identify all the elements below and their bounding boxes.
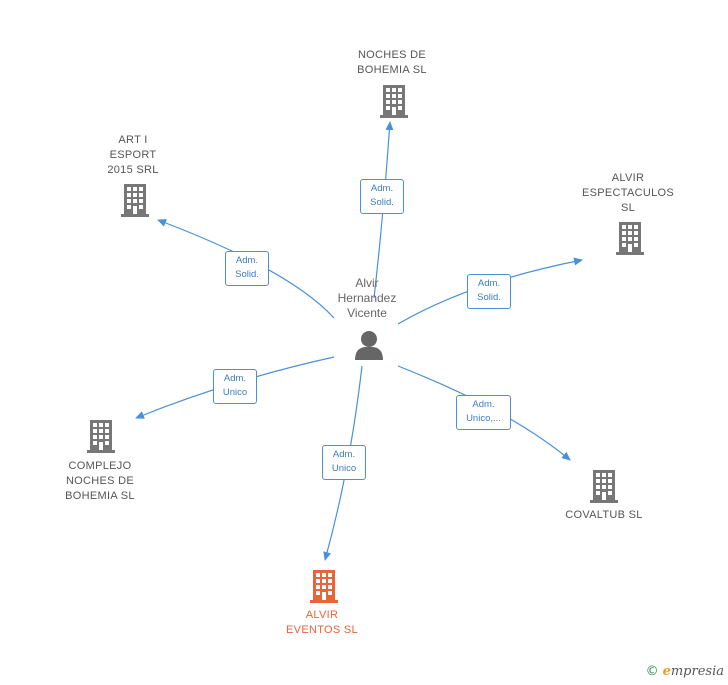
relation-label-espectaculos: Adm. Solid. xyxy=(467,274,511,309)
company-label-covaltub[interactable]: COVALTUB SL xyxy=(565,509,643,521)
building-icon[interactable] xyxy=(380,85,408,118)
building-icon[interactable] xyxy=(121,184,149,217)
company-label-noches[interactable]: NOCHES DE BOHEMIA SL xyxy=(357,49,427,76)
copyright-icon: © xyxy=(645,664,659,679)
person-name[interactable]: Alvir Hernandez Vicente xyxy=(337,276,397,320)
building-icon[interactable] xyxy=(590,470,618,503)
relation-label-noches: Adm. Solid. xyxy=(360,179,404,214)
relation-label-art: Adm. Solid. xyxy=(225,251,269,286)
building-icon[interactable] xyxy=(310,570,338,603)
company-label-complejo[interactable]: COMPLEJO NOCHES DE BOHEMIA SL xyxy=(65,460,135,502)
relation-label-complejo: Adm. Unico xyxy=(213,369,257,404)
brand-logo: ©empresia xyxy=(646,664,724,679)
company-label-espectaculos[interactable]: ALVIR ESPECTACULOS SL xyxy=(581,172,675,214)
brand-initial: e xyxy=(662,664,671,679)
brand-name: mpresia xyxy=(670,664,724,679)
company-label-eventos[interactable]: ALVIR EVENTOS SL xyxy=(286,609,358,636)
building-icon[interactable] xyxy=(616,222,644,255)
person-icon[interactable] xyxy=(355,331,383,360)
building-icon[interactable] xyxy=(87,420,115,453)
relation-label-eventos: Adm. Unico xyxy=(322,445,366,480)
relation-label-covaltub: Adm. Unico,... xyxy=(456,395,511,430)
company-label-art[interactable]: ART I ESPORT 2015 SRL xyxy=(107,134,159,176)
